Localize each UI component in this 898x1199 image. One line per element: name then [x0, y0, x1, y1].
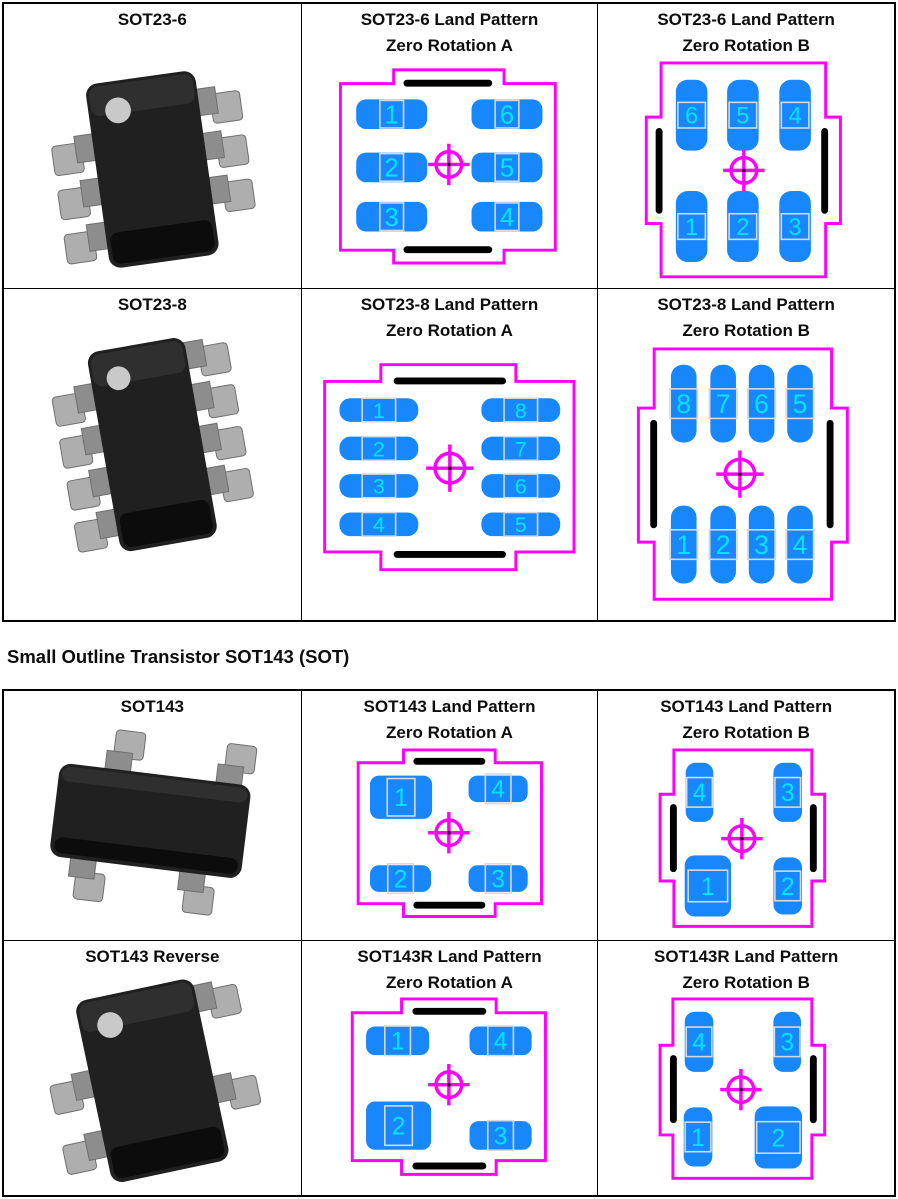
svg-text:2: 2 — [772, 1125, 786, 1152]
sot143-land-pattern-b-diagram: 4 3 1 2 — [658, 748, 827, 928]
svg-text:3: 3 — [781, 780, 795, 807]
svg-text:2: 2 — [737, 215, 750, 241]
svg-text:1: 1 — [685, 215, 698, 241]
component-title: SOT23-8 — [117, 295, 187, 314]
pattern-cell-sot143-a: SOT143 Land Pattern Zero Rotation A 1 4 2 3 — [300, 691, 598, 940]
svg-text:5: 5 — [737, 104, 750, 130]
svg-text:4: 4 — [491, 777, 505, 804]
svg-text:7: 7 — [514, 436, 526, 461]
pattern-cell-sot23-8-a: SOT23-8 Land Pattern Zero Rotation A 1 2 3… — [300, 288, 598, 620]
svg-text:4: 4 — [693, 780, 707, 807]
svg-text:8: 8 — [514, 398, 526, 423]
svg-text:1: 1 — [677, 530, 692, 560]
sot23-6-package-image — [51, 71, 256, 268]
svg-text:8: 8 — [677, 389, 692, 419]
component-cell-sot143: SOT143 — [4, 691, 301, 940]
pattern-title-line2: Zero Rotation B — [682, 723, 810, 742]
svg-text:6: 6 — [500, 101, 514, 129]
pattern-title-line2: Zero Rotation B — [682, 973, 810, 992]
svg-text:6: 6 — [755, 389, 770, 419]
svg-text:5: 5 — [793, 389, 808, 419]
component-cell-sot23-6: SOT23-6 — [4, 4, 301, 288]
pattern-cell-sot23-6-b: SOT23-6 Land Pattern Zero Rotation B 6 5 4… — [597, 4, 894, 288]
sot23-6-land-pattern-b-diagram: 6 5 4 1 2 3 — [645, 61, 843, 279]
pattern-title-line1: SOT143R Land Pattern — [654, 947, 839, 966]
pattern-title-line1: SOT23-6 Land Pattern — [360, 10, 539, 29]
svg-text:1: 1 — [372, 398, 384, 423]
component-cell-sot23-8: SOT23-8 — [4, 288, 301, 620]
svg-text:4: 4 — [793, 530, 808, 560]
pattern-title-line1: SOT23-6 Land Pattern — [657, 10, 835, 29]
svg-text:6: 6 — [514, 474, 526, 499]
svg-text:2: 2 — [716, 530, 731, 560]
pattern-title-line1: SOT23-8 Land Pattern — [360, 295, 539, 314]
component-title: SOT143 — [120, 697, 184, 716]
section-heading: Small Outline Transistor SOT143 (SOT) — [7, 646, 350, 667]
svg-text:1: 1 — [692, 1125, 706, 1152]
svg-text:4: 4 — [789, 104, 802, 130]
pattern-cell-sot23-6-a: SOT23-6 Land Pattern Zero Rotation A 1 2 3… — [300, 4, 598, 288]
svg-text:1: 1 — [384, 101, 398, 129]
svg-text:3: 3 — [384, 204, 398, 232]
svg-text:7: 7 — [716, 389, 731, 419]
sot143r-land-pattern-a-diagram: 1 4 2 3 — [350, 997, 547, 1176]
svg-text:3: 3 — [372, 474, 384, 499]
sot143-land-pattern-a-diagram: 1 4 2 3 — [356, 748, 543, 918]
pattern-title-line1: SOT23-8 Land Pattern — [657, 295, 835, 314]
sot23-table: SOT23-6 SOT23-6 Land Pattern Zero Rotati… — [2, 2, 896, 622]
svg-text:2: 2 — [393, 866, 407, 893]
svg-text:4: 4 — [692, 1030, 706, 1057]
pattern-title-line2: Zero Rotation A — [386, 36, 513, 55]
svg-text:3: 3 — [755, 530, 770, 560]
svg-text:3: 3 — [491, 866, 505, 893]
svg-text:2: 2 — [372, 436, 384, 461]
svg-text:5: 5 — [514, 512, 526, 537]
svg-text:2: 2 — [391, 1113, 405, 1140]
svg-text:5: 5 — [500, 155, 514, 183]
svg-text:3: 3 — [789, 215, 802, 241]
sot23-8-package-image — [51, 338, 254, 553]
svg-text:1: 1 — [394, 785, 408, 812]
svg-text:4: 4 — [500, 204, 514, 232]
svg-text:2: 2 — [384, 155, 398, 183]
sot23-6-land-pattern-a-diagram: 1 2 3 6 5 4 — [338, 68, 557, 265]
svg-text:2: 2 — [781, 874, 795, 901]
svg-text:4: 4 — [493, 1029, 507, 1056]
pattern-title-line2: Zero Rotation B — [682, 36, 810, 55]
sot143-table: SOT143 SOT143 Land Pattern Zero Rotation… — [2, 689, 896, 1197]
pattern-cell-sot143-b: SOT143 Land Pattern Zero Rotation B 4 3 1 2 — [597, 691, 894, 940]
svg-text:1: 1 — [390, 1029, 404, 1056]
component-title: SOT23-6 — [117, 10, 187, 29]
sot143-package-image — [50, 729, 258, 916]
pattern-title-line1: SOT143R Land Pattern — [357, 947, 542, 966]
component-title: SOT143 Reverse — [85, 947, 220, 966]
pattern-title-line1: SOT143 Land Pattern — [363, 697, 536, 716]
pattern-cell-sot143r-b: SOT143R Land Pattern Zero Rotation B 4 3 1… — [597, 940, 894, 1195]
pattern-title-line2: Zero Rotation B — [682, 321, 810, 340]
sot143-reverse-package-image — [49, 979, 262, 1183]
pattern-title-line2: Zero Rotation A — [386, 973, 513, 992]
sot23-8-land-pattern-a-diagram: 1 2 3 4 8 7 6 5 — [322, 363, 576, 572]
pattern-title-line2: Zero Rotation A — [386, 723, 513, 742]
pattern-title-line2: Zero Rotation A — [386, 321, 513, 340]
svg-text:1: 1 — [701, 874, 715, 901]
pattern-cell-sot143r-a: SOT143R Land Pattern Zero Rotation A 1 4 2… — [300, 940, 598, 1195]
pattern-title-line1: SOT143 Land Pattern — [660, 697, 833, 716]
component-cell-sot143-reverse: SOT143 Reverse — [4, 940, 301, 1195]
svg-text:3: 3 — [493, 1123, 507, 1150]
svg-text:6: 6 — [685, 104, 698, 130]
svg-text:4: 4 — [372, 512, 384, 537]
sot143r-land-pattern-b-diagram: 4 3 1 2 — [658, 997, 827, 1180]
svg-text:3: 3 — [781, 1030, 795, 1057]
